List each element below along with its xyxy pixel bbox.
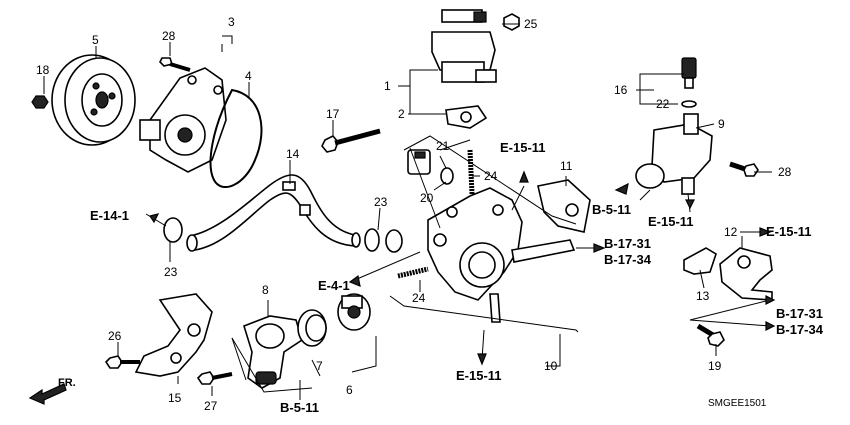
callout-19: 19 — [708, 359, 722, 373]
callout-9: 9 — [718, 117, 725, 131]
callout-20: 20 — [420, 191, 434, 205]
bolt-18-part — [31, 95, 49, 109]
ref-b-17-31-b: B-17-31 — [776, 306, 823, 321]
callout-26: 26 — [108, 329, 122, 343]
callout-21: 21 — [436, 139, 450, 153]
ref-e-15-11-bottom: E-15-11 — [456, 368, 502, 383]
callout-5: 5 — [92, 33, 99, 47]
callout-17: 17 — [326, 107, 340, 121]
pulley-part — [51, 54, 136, 146]
ref-e-15-11-top: E-15-11 — [500, 140, 546, 155]
egr-gasket-part — [445, 105, 488, 129]
bolt-27-part — [196, 371, 233, 385]
front-direction-arrow: FR. — [28, 377, 76, 405]
thermostat-cover-8-part — [243, 315, 303, 389]
callout-24-lower: 24 — [412, 291, 426, 305]
o-ring-23-left-part — [163, 217, 183, 243]
callout-4: 4 — [245, 69, 252, 83]
arrow-heads — [149, 170, 776, 366]
callout-7: 7 — [316, 359, 323, 373]
callout-13: 13 — [696, 289, 710, 303]
thermostat-6-part — [337, 293, 371, 331]
callout-23-left: 23 — [164, 265, 178, 279]
bolt-26-part — [104, 355, 140, 369]
pipe-12-part — [719, 247, 773, 301]
ref-b-17-34-b: B-17-34 — [776, 322, 824, 337]
callout-25: 25 — [524, 17, 538, 31]
callout-16: 16 — [614, 83, 628, 97]
hose-part — [186, 174, 361, 252]
callout-1: 1 — [384, 79, 391, 93]
callout-28-left: 28 — [162, 29, 176, 43]
ref-b-5-11-bottom: B-5-11 — [280, 400, 319, 415]
pump-gasket-part — [209, 88, 263, 189]
ref-b-5-11-right: B-5-11 — [592, 202, 631, 217]
temp-sensor-part — [681, 57, 697, 89]
ref-e-15-11-far: E-15-11 — [766, 224, 812, 239]
bolt-28-right-part — [729, 161, 759, 177]
callout-2: 2 — [398, 107, 405, 121]
callout-10: 10 — [544, 359, 558, 373]
washer-21-part — [440, 167, 454, 185]
ref-e-14-1: E-14-1 — [90, 208, 129, 223]
ref-e-4-1: E-4-1 — [318, 278, 350, 293]
plug-20-part — [407, 149, 431, 175]
diagram-code: SMGEE1501 — [708, 398, 767, 409]
bolt-28-left-part — [159, 57, 191, 72]
callout-27: 27 — [204, 399, 218, 413]
callout-8: 8 — [262, 283, 269, 297]
leader-lines — [43, 23, 772, 400]
callout-6: 6 — [346, 383, 353, 397]
callout-15: 15 — [168, 391, 182, 405]
egr-valve-part — [431, 9, 497, 83]
ref-e-15-11-right: E-15-11 — [648, 214, 694, 229]
thermostat-housing-9-part — [635, 113, 713, 195]
o-ring-23-right-part — [364, 228, 403, 253]
seal-7-part — [297, 309, 327, 347]
nut-25-part — [503, 13, 520, 31]
callout-14: 14 — [286, 147, 300, 161]
callout-24-upper: 24 — [484, 169, 498, 183]
stud-24-lower-part — [397, 266, 429, 279]
gasket-11-part — [537, 179, 591, 233]
callout-22: 22 — [656, 97, 670, 111]
ref-b-17-31-a: B-17-31 — [604, 236, 651, 251]
callout-11: 11 — [560, 159, 573, 173]
bracket-13-part — [683, 247, 717, 275]
ref-b-17-34-a: B-17-34 — [604, 252, 652, 267]
callout-12: 12 — [724, 225, 738, 239]
front-label: FR. — [58, 377, 76, 389]
callout-23-right: 23 — [374, 195, 388, 209]
bolt-17-part — [321, 128, 381, 153]
washer-22-part — [681, 100, 697, 108]
water-pump-part — [139, 67, 227, 173]
bracket-15-part — [134, 293, 213, 377]
water-passage-part — [427, 187, 576, 323]
bolt-19-part — [696, 323, 725, 347]
callout-3: 3 — [228, 15, 235, 29]
callout-18: 18 — [36, 63, 50, 77]
callout-28-right: 28 — [778, 165, 792, 179]
stud-24-upper-part — [467, 149, 475, 195]
